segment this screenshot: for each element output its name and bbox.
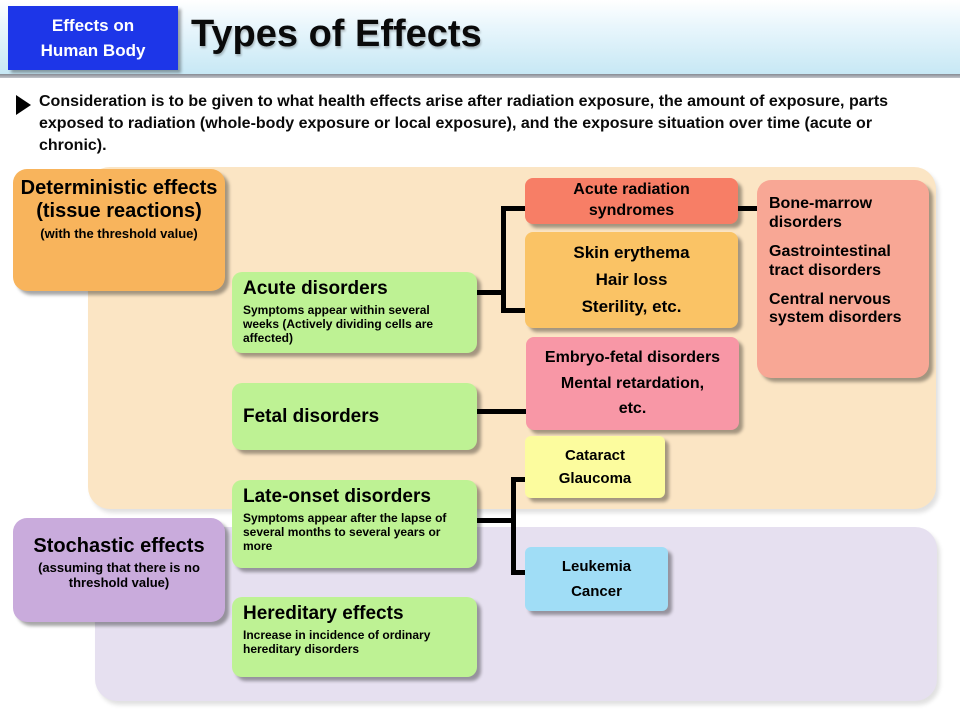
acute-disorders-description: Symptoms appear within several weeks (Ac… — [243, 302, 434, 345]
late-onset-disorders-box: Late-onset disorders Symptoms appear aft… — [232, 480, 477, 568]
stochastic-effects-box: Stochastic effects (assuming that there … — [13, 518, 225, 622]
late-onset-title: Late-onset disorders — [243, 486, 431, 507]
slide-header: Effects on Human Body Types of Effects — [0, 0, 960, 74]
badge-line2: Human Body — [40, 41, 146, 60]
embryo-fetal-line: Mental retardation, — [560, 374, 705, 392]
connector-line — [501, 206, 527, 211]
acute-disorders-box: Acute disorders Symptoms appear within s… — [232, 272, 477, 353]
embryo-fetal-line: etc. — [618, 400, 647, 418]
deterministic-title: Deterministic effects (tissue reactions) — [20, 177, 218, 223]
header-divider — [0, 74, 960, 78]
category-badge: Effects on Human Body — [8, 6, 178, 70]
connector-line — [511, 570, 527, 575]
badge-line1: Effects on — [51, 15, 135, 35]
embryo-fetal-line: Embryo-fetal disorders — [544, 348, 721, 366]
severe-syndrome-item: Central nervous system disorders — [769, 290, 902, 327]
intro-paragraph: Consideration is to be given to what hea… — [39, 93, 889, 154]
late-outcomes-box: Cataract Glaucoma — [525, 436, 665, 498]
symptom-line: Sterility, etc. — [581, 297, 682, 316]
stochastic-outcome-line: Leukemia — [561, 558, 632, 576]
page-title: Types of Effects — [191, 13, 482, 55]
late-outcome-line: Glaucoma — [558, 470, 632, 488]
stochastic-outcome-line: Cancer — [571, 582, 622, 600]
deterministic-note: (with the threshold value) — [40, 225, 198, 241]
stochastic-outcomes-box: Leukemia Cancer — [525, 547, 668, 611]
connector-line — [511, 477, 527, 482]
symptom-line: Hair loss — [595, 270, 668, 289]
hereditary-effects-box: Hereditary effects Increase in incidence… — [232, 597, 477, 677]
acute-disorders-title: Acute disorders — [243, 278, 388, 299]
connector-line — [474, 290, 506, 295]
connector-line — [501, 206, 506, 313]
bullet-arrow-icon — [16, 95, 31, 115]
severe-syndrome-item: Bone-marrow disorders — [769, 195, 873, 231]
acute-radiation-syndromes-box: Acute radiation syndromes — [525, 178, 738, 224]
fetal-disorders-title: Fetal disorders — [243, 405, 380, 427]
hereditary-description: Increase in incidence of ordinary heredi… — [243, 627, 431, 656]
symptom-line: Skin erythema — [573, 243, 690, 262]
connector-line — [501, 308, 527, 313]
late-onset-description: Symptoms appear after the lapse of sever… — [243, 510, 447, 553]
acute-radiation-syndromes-label: Acute radiation syndromes — [573, 181, 690, 219]
severe-syndromes-box: Bone-marrow disorders Gastrointestinal t… — [757, 180, 929, 378]
severe-syndrome-item: Gastrointestinal tract disorders — [769, 242, 891, 279]
acute-symptoms-box: Skin erythema Hair loss Sterility, etc. — [525, 232, 738, 328]
stochastic-note: (assuming that there is no threshold val… — [38, 560, 200, 591]
stochastic-title: Stochastic effects — [33, 535, 205, 557]
connector-line — [735, 206, 761, 211]
connector-line — [474, 409, 528, 414]
embryo-fetal-box: Embryo-fetal disorders Mental retardatio… — [526, 337, 739, 430]
late-outcome-line: Cataract — [564, 446, 626, 464]
hereditary-title: Hereditary effects — [243, 603, 404, 624]
fetal-disorders-box: Fetal disorders — [232, 383, 477, 450]
connector-line — [511, 477, 516, 575]
deterministic-effects-box: Deterministic effects (tissue reactions)… — [13, 169, 225, 291]
connector-line — [474, 518, 516, 523]
